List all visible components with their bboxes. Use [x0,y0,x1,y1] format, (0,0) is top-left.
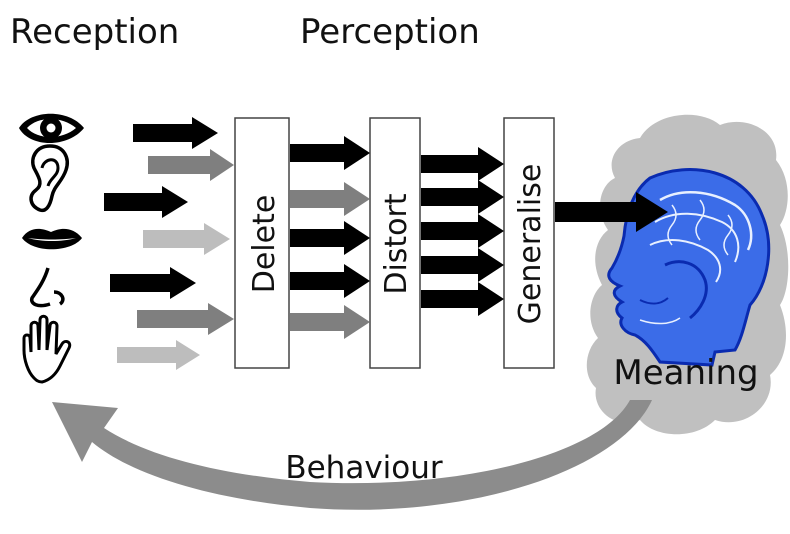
input-arrow-6 [137,303,234,335]
distort-arrow-3 [421,214,504,248]
distort-arrow-1 [421,147,504,181]
hand-icon [22,314,72,384]
input-arrow-2 [148,149,234,181]
input-arrow-1 [133,117,218,149]
delete-arrow-1 [290,136,370,170]
input-arrow-7 [117,340,200,370]
distort-filter: Distort [369,117,421,369]
generalise-to-meaning-arrow [555,192,668,232]
input-arrow-4 [143,223,230,255]
distort-arrow-5 [421,282,504,316]
distort-to-generalise-arrows [421,147,504,316]
sense-input-arrows [104,117,234,370]
distort-arrow-2 [421,180,504,214]
delete-to-distort-arrows [290,136,370,339]
eye-icon [19,113,84,143]
delete-arrow-4 [290,264,370,298]
distort-arrow-4 [421,248,504,282]
nose-icon [29,267,65,308]
distort-label: Distort [379,193,414,295]
ear-icon [29,144,69,213]
generalise-label: Generalise [513,164,548,325]
reception-heading: Reception [10,12,179,52]
delete-filter: Delete [234,117,290,369]
input-arrow-5 [110,267,196,299]
delete-arrow-2 [290,182,370,216]
behaviour-feedback-arrow [52,400,652,510]
generalise-filter: Generalise [503,117,555,369]
meaning-label: Meaning [613,353,758,393]
mouth-icon [22,228,82,250]
delete-arrow-3 [290,221,370,255]
delete-label: Delete [247,195,282,294]
delete-arrow-5 [290,305,370,339]
perception-heading: Perception [300,12,480,52]
input-arrow-3 [104,186,188,218]
behaviour-label: Behaviour [285,450,443,486]
